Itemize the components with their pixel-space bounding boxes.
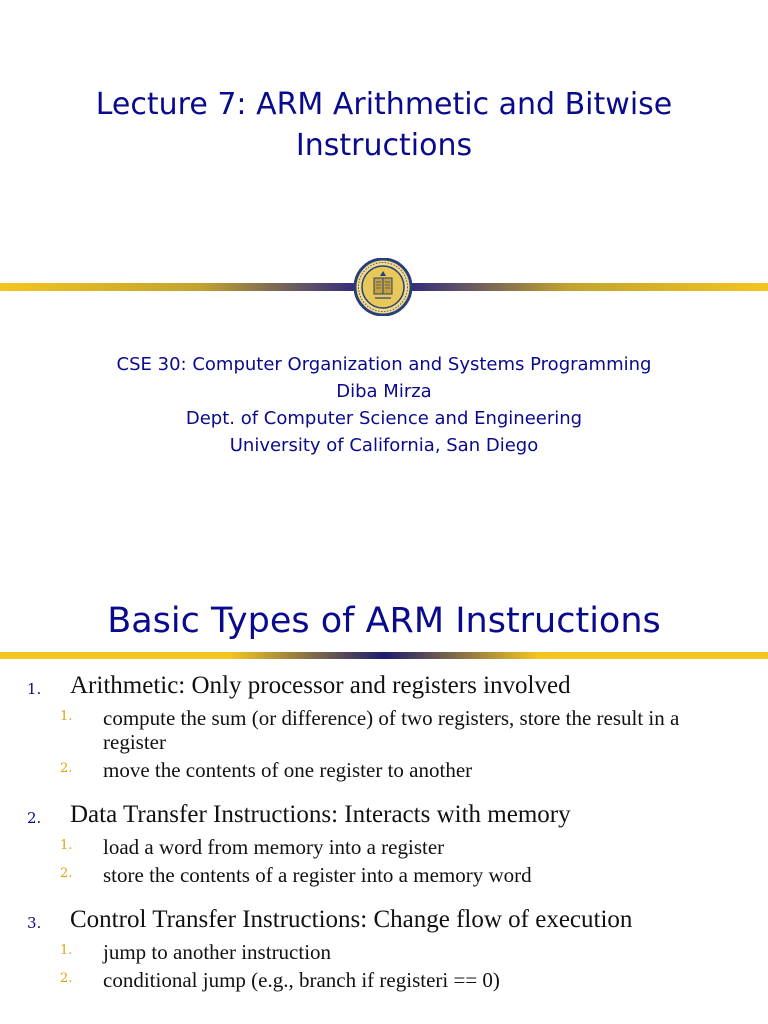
sub-item: 1. compute the sum (or difference) of tw… — [0, 706, 768, 754]
sub-item: 1. jump to another instruction — [0, 940, 768, 964]
sub-number: 1. — [60, 943, 73, 958]
sub-item-text: load a word from memory into a register — [103, 835, 445, 859]
sub-number: 2. — [60, 866, 73, 881]
course-info: CSE 30: Computer Organization and System… — [40, 351, 728, 459]
sub-item: 2. store the contents of a register into… — [0, 863, 768, 887]
instructor-name: Diba Mirza — [336, 381, 432, 402]
slide-1: Lecture 7: ARM Arithmetic and Bitwise In… — [0, 84, 768, 459]
slide-1-title: Lecture 7: ARM Arithmetic and Bitwise In… — [40, 84, 728, 166]
sub-item: 1. load a word from memory into a regist… — [0, 835, 768, 859]
sub-number: 2. — [60, 761, 73, 776]
slide-2-title: Basic Types of ARM Instructions — [107, 601, 661, 641]
sub-item-text: move the contents of one register to ano… — [103, 758, 473, 782]
list-item-text: Data Transfer Instructions: Interacts wi… — [70, 801, 571, 828]
list-item-text: Control Transfer Instructions: Change fl… — [70, 906, 633, 933]
list-item: 3. Control Transfer Instructions: Change… — [0, 906, 768, 992]
uc-seal-icon — [354, 258, 412, 316]
sub-item-text: jump to another instruction — [103, 940, 332, 964]
list-number: 3. — [27, 914, 42, 932]
sub-number: 1. — [60, 838, 73, 853]
list-item: 2. Data Transfer Instructions: Interacts… — [0, 801, 768, 887]
sub-item-text: compute the sum (or difference) of two r… — [103, 706, 680, 754]
title-line-2: Instructions — [295, 128, 473, 163]
sub-item-text: conditional jump (e.g., branch if regist… — [103, 968, 500, 992]
list-number: 1. — [27, 680, 42, 698]
sub-item: 2. move the contents of one register to … — [0, 758, 768, 782]
sub-item-text: store the contents of a register into a … — [103, 863, 532, 887]
university-name: University of California, San Diego — [229, 435, 539, 456]
slide-2: Basic Types of ARM Instructions 1. Arith… — [0, 512, 768, 1024]
sub-number: 2. — [60, 971, 73, 986]
list-item-text: Arithmetic: Only processor and registers… — [70, 672, 571, 699]
instruction-type-list: 1. Arithmetic: Only processor and regist… — [0, 672, 768, 1011]
gold-divider — [0, 652, 768, 659]
sub-number: 1. — [60, 709, 73, 724]
list-item: 1. Arithmetic: Only processor and regist… — [0, 672, 768, 782]
course-name: CSE 30: Computer Organization and System… — [116, 354, 652, 375]
list-number: 2. — [27, 809, 42, 827]
title-line-1: Lecture 7: ARM Arithmetic and Bitwise — [95, 87, 673, 122]
department-name: Dept. of Computer Science and Engineerin… — [185, 408, 583, 429]
sub-item: 2. conditional jump (e.g., branch if reg… — [0, 968, 768, 992]
